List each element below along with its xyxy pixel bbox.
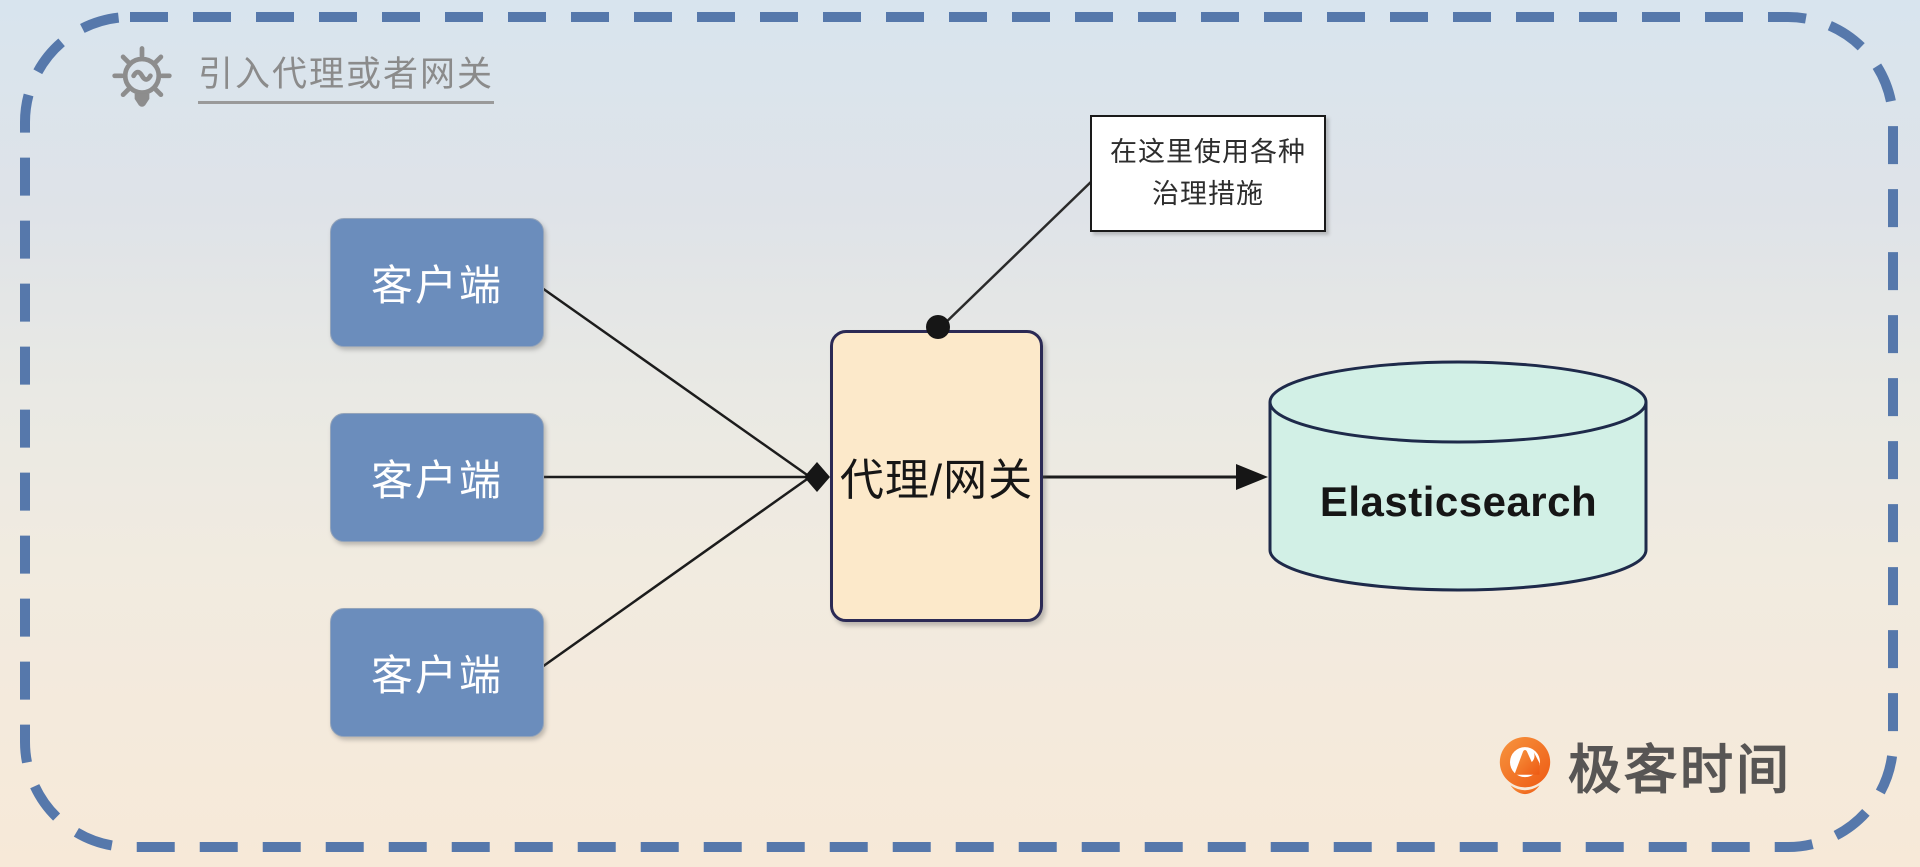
triangle-arrowhead: [1236, 464, 1268, 490]
diamond-arrowhead: [804, 462, 830, 492]
node-client-3: 客户端: [330, 608, 544, 737]
node-client-3-label: 客户端: [370, 652, 503, 699]
node-gateway: 代理/网关: [830, 330, 1043, 622]
geektime-icon: [1499, 736, 1551, 795]
diagram-title-row: 引入代理或者网关: [100, 38, 495, 122]
annotation-note: 在这里使用各种 治理措施: [1090, 115, 1326, 232]
node-gateway-label: 代理/网关: [839, 456, 1034, 505]
node-client-2: 客户端: [330, 413, 544, 542]
lightbulb-icon: [112, 46, 172, 107]
node-client-1: 客户端: [330, 218, 544, 347]
edge-client1-gateway: [534, 281, 811, 479]
brand-logo: 极客时间: [1494, 728, 1792, 804]
elasticsearch-cylinder: [1268, 360, 1648, 592]
brand-logo-text: 极客时间: [1568, 741, 1792, 800]
node-client-2-label: 客户端: [370, 457, 503, 504]
node-client-1-label: 客户端: [370, 262, 503, 309]
annotation-line-1: 在这里使用各种: [1110, 136, 1306, 167]
annotation-line-2: 治理措施: [1152, 178, 1264, 209]
edge-annotation-gateway: [937, 177, 1096, 331]
node-elasticsearch-label: Elasticsearch: [1319, 478, 1598, 525]
page-title: 引入代理或者网关: [198, 55, 495, 105]
connector-dot: [926, 315, 950, 339]
edge-client3-gateway: [534, 475, 811, 674]
